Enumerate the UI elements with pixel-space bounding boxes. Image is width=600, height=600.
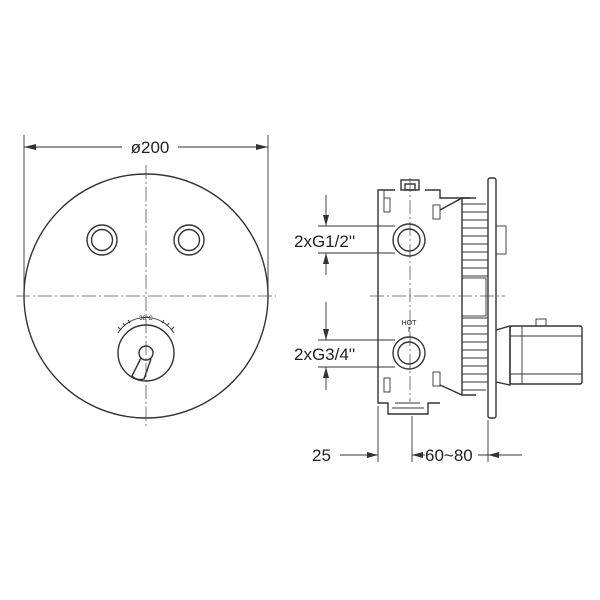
- depth-dimensions: 25 60~80: [312, 406, 522, 465]
- dial-scale-ticks: [117, 319, 175, 331]
- valve-body: [377, 189, 470, 415]
- diameter-arrow-left: [24, 144, 36, 150]
- dial-center: [138, 345, 154, 361]
- diameter-arrow-right: [256, 144, 268, 150]
- outlet-thread-label: 2xG1/2'': [294, 232, 355, 251]
- dial-temperature-label: 38°C: [139, 316, 153, 322]
- top-nut: [400, 179, 420, 191]
- hot-label: HOT: [402, 320, 418, 327]
- wall-flange: [487, 177, 507, 419]
- threaded-sleeve: [439, 197, 488, 396]
- left-depth-label: 25: [312, 446, 331, 465]
- front-view: ø200 38°C: [16, 135, 276, 428]
- dial-scale-arc: [117, 317, 175, 334]
- outlet-thread-dimension: 2xG1/2'': [294, 195, 395, 275]
- inlet-thread-label: 2xG3/4'': [294, 345, 355, 364]
- push-button-left: [86, 224, 118, 256]
- right-depth-label: 60~80: [425, 446, 473, 465]
- diameter-label: ø200: [131, 138, 170, 157]
- handle-spindle: [495, 318, 583, 386]
- side-view: HOT 2xG1/2'' 2xG3/4'': [294, 177, 583, 465]
- outlet-port: [392, 223, 426, 257]
- push-button-right: [173, 224, 205, 256]
- inlet-thread-dimension: 2xG3/4'': [294, 302, 395, 390]
- dial-knob: [117, 324, 175, 382]
- inlet-port: [392, 336, 426, 370]
- dial-lever: [131, 357, 152, 381]
- diameter-dimension: ø200: [23, 135, 269, 300]
- thermostat-dial: 38°C: [117, 316, 175, 382]
